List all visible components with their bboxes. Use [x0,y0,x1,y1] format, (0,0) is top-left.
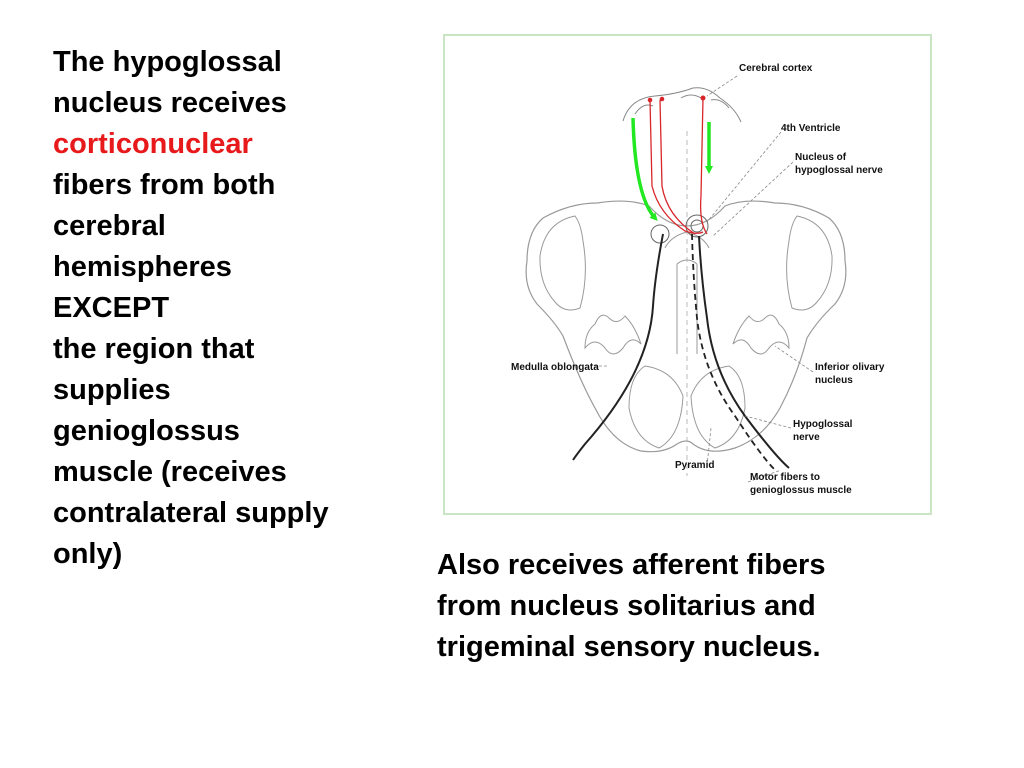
label-fourth-ventricle: 4th Ventricle [781,123,841,134]
text-line: from nucleus solitarius and [437,590,816,622]
olivary-nucleus-right [732,314,790,355]
text-line: trigeminal sensory nucleus. [437,631,821,663]
highlight-term: corticonuclear [53,128,253,160]
leader-line [712,161,794,237]
pyramid-left [628,365,684,449]
fiber-origin [659,96,665,102]
text-line: EXCEPT [53,292,170,324]
left-lobe [539,215,586,311]
cortex-outline [622,87,742,123]
hypoglossal-nucleus-left [650,224,670,244]
text-line: The hypoglossal [53,46,282,78]
leader-line [706,75,738,97]
pyramid-right [690,365,746,449]
fiber-origin [647,97,653,103]
corticonuclear-fiber [649,99,704,234]
label-medulla: Medulla oblongata [511,362,599,373]
text-line: cerebral [53,210,166,242]
hypoglossal-nucleus-right [685,214,709,238]
right-lobe [786,215,833,311]
hypoglossal-nerve-left [572,233,664,461]
afferent-note: Also receives afferent fibers from nucle… [437,545,917,668]
text-line: nucleus receives [53,87,287,119]
label-motor-line2: genioglossus muscle [750,485,852,496]
label-motor-line1: Motor fibers to [750,472,820,483]
leader-line [706,131,782,223]
label-cerebral-cortex: Cerebral cortex [739,63,813,74]
label-hypoglossal-line1: Hypoglossal [793,419,853,430]
cortex-gyri [634,94,730,115]
label-hypoglossal-line2: nerve [793,432,820,443]
diagram-svg: Cerebral cortex 4th Ventricle Nucleus of… [511,63,885,496]
text-line: only) [53,538,123,570]
text-line: contralateral supply [53,497,329,529]
main-description: The hypoglossal nucleus receives cortico… [53,42,398,575]
medulla-diagram: Cerebral cortex 4th Ventricle Nucleus of… [443,34,932,515]
leader-line [774,345,814,373]
hypoglossal-nerve-right [698,235,790,469]
text-line: the region that [53,333,255,365]
corticonuclear-fiber [659,99,696,235]
text-line: hemispheres [53,251,232,283]
label-nucleus-line2: hypoglossal nerve [795,165,883,176]
text-line: fibers from both [53,169,276,201]
text-line: supplies [53,374,171,406]
label-olivary-line2: nucleus [815,375,853,386]
leader-line [706,427,712,467]
leader-line [747,469,782,483]
label-olivary-line1: Inferior olivary [815,362,885,373]
green-arrow-left [631,117,658,221]
text-line: genioglossus [53,415,240,447]
label-nucleus-line1: Nucleus of [795,152,847,163]
text-line: muscle (receives [53,456,287,488]
hypoglossal-nerve-dashed [691,233,776,471]
label-pyramid: Pyramid [675,460,714,471]
olivary-nucleus-left [584,314,642,355]
medulla-outline [525,200,847,453]
leader-line [744,415,792,429]
corticonuclear-fiber [699,97,708,235]
text-line: Also receives afferent fibers [437,549,826,581]
fiber-origin [700,95,706,101]
